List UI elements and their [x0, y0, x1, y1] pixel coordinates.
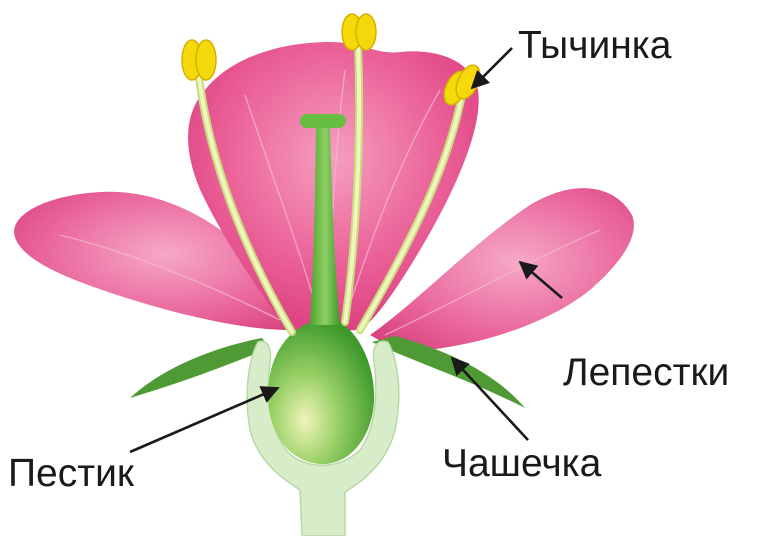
- ovary: [268, 318, 374, 464]
- petals-label: Лепестки: [563, 353, 729, 392]
- stigma: [300, 114, 346, 128]
- calyx-label: Чашечка: [442, 444, 601, 483]
- stamen-label: Тычинка: [518, 26, 671, 65]
- pistil-label: Пестик: [8, 454, 134, 493]
